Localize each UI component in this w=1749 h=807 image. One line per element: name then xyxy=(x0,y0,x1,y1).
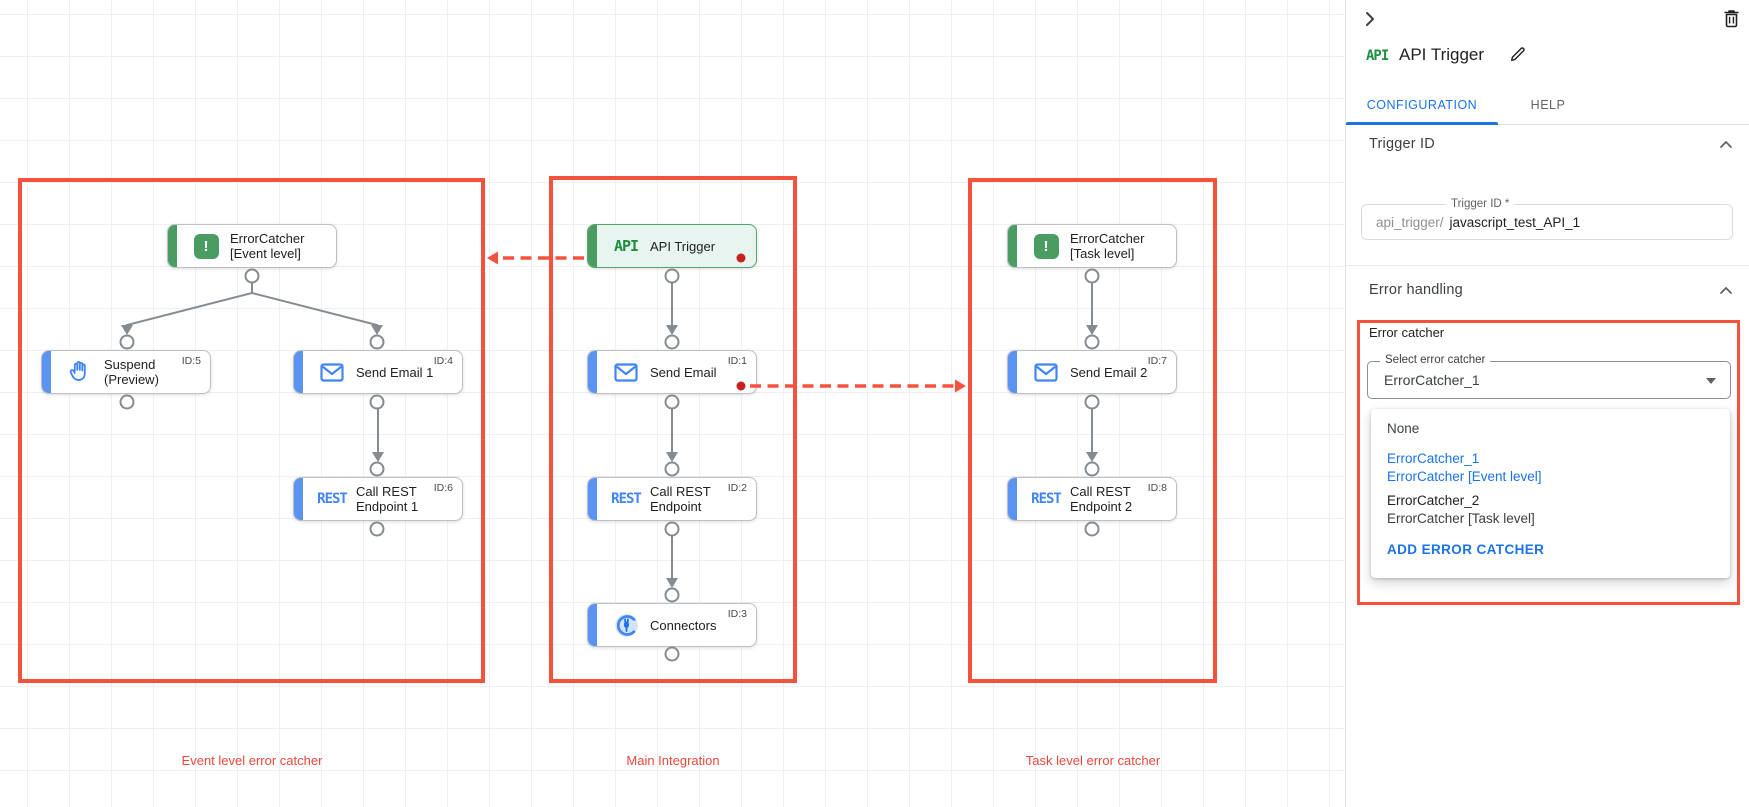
workflow-canvas[interactable]: Event level error catcher Main Integrati… xyxy=(0,0,1345,807)
node-suspend[interactable]: Suspend(Preview) ID:5 xyxy=(41,350,211,394)
node-accent-bar xyxy=(1008,225,1017,267)
tab-configuration[interactable]: CONFIGURATION xyxy=(1366,98,1478,112)
hand-icon xyxy=(62,359,98,385)
node-send-email-2[interactable]: Send Email 2 ID:7 xyxy=(1007,350,1177,394)
trigger-id-value[interactable]: javascript_test_API_1 xyxy=(1449,214,1581,230)
menu-item-errorcatcher-1-desc[interactable]: ErrorCatcher [Event level] xyxy=(1387,469,1542,484)
panel-tabs: CONFIGURATION HELP xyxy=(1346,85,1749,125)
node-send-email[interactable]: Send Email ID:1 xyxy=(587,350,757,394)
node-accent-bar xyxy=(294,351,303,393)
node-connectors[interactable]: Connectors ID:3 xyxy=(587,603,757,647)
node-accent-bar xyxy=(588,478,597,520)
node-accent-bar xyxy=(294,478,303,520)
config-panel: API API Trigger CONFIGURATION HELP Trigg… xyxy=(1345,0,1749,807)
node-id-badge: ID:2 xyxy=(727,482,747,494)
node-title: Send Email 2 xyxy=(1070,364,1148,380)
section-divider xyxy=(1346,265,1749,266)
menu-item-none[interactable]: None xyxy=(1387,421,1420,436)
node-title: Connectors xyxy=(650,617,717,633)
node-title: Send Email xyxy=(650,364,717,380)
error-catcher-icon: ! xyxy=(1028,233,1064,259)
error-catcher-select[interactable]: Select error catcher ErrorCatcher_1 xyxy=(1367,354,1731,399)
mail-icon xyxy=(608,362,644,382)
node-title: Suspend(Preview) xyxy=(104,357,159,387)
node-id-badge: ID:6 xyxy=(433,482,453,494)
node-id-badge: ID:5 xyxy=(181,355,201,367)
group-box-event-level xyxy=(18,178,485,683)
node-title: ErrorCatcher[Task level] xyxy=(1070,231,1145,261)
rest-icon: REST xyxy=(1031,491,1062,507)
group-label-event-level: Event level error catcher xyxy=(181,753,323,768)
rest-icon: REST xyxy=(317,491,348,507)
node-accent-bar xyxy=(588,225,597,267)
menu-item-errorcatcher-2-desc[interactable]: ErrorCatcher [Task level] xyxy=(1387,511,1535,526)
error-catcher-icon: ! xyxy=(188,233,224,259)
node-accent-bar xyxy=(42,351,51,393)
node-send-email-1[interactable]: Send Email 1 ID:4 xyxy=(293,350,463,394)
node-errorcatcher-event[interactable]: ! ErrorCatcher[Event level] xyxy=(167,224,337,268)
node-accent-bar xyxy=(1008,478,1017,520)
panel-title: API Trigger xyxy=(1399,45,1485,64)
error-catcher-dropdown-menu: None ErrorCatcher_1 ErrorCatcher [Event … xyxy=(1371,409,1730,578)
trigger-id-prefix: api_trigger/ xyxy=(1376,214,1444,230)
group-label-task-level: Task level error catcher xyxy=(1025,753,1161,768)
error-handling-heading: Error handling xyxy=(1369,282,1463,298)
node-id-badge: ID:4 xyxy=(433,355,453,367)
node-id-badge: ID:3 xyxy=(727,608,747,620)
node-title: Send Email 1 xyxy=(356,364,434,380)
node-id-badge: ID:1 xyxy=(727,355,747,367)
collapse-panel-icon[interactable] xyxy=(1360,9,1380,34)
api-icon: API xyxy=(613,237,639,255)
node-id-badge: ID:7 xyxy=(1147,355,1167,367)
trigger-id-field[interactable]: Trigger ID * api_trigger/ javascript_tes… xyxy=(1361,198,1733,240)
node-accent-bar xyxy=(168,225,177,267)
add-error-catcher-button[interactable]: ADD ERROR CATCHER xyxy=(1387,542,1545,557)
group-label-main-integration: Main Integration xyxy=(626,753,720,768)
node-api-trigger[interactable]: API API Trigger xyxy=(587,224,757,268)
mail-icon xyxy=(1028,362,1064,382)
active-tab-underline xyxy=(1346,122,1498,125)
error-catcher-select-label: Select error catcher xyxy=(1380,354,1491,366)
collapse-trigger-section-icon[interactable] xyxy=(1718,137,1734,158)
delete-trigger-icon[interactable] xyxy=(1722,8,1741,33)
rest-icon: REST xyxy=(611,491,642,507)
trigger-id-heading: Trigger ID xyxy=(1369,136,1435,152)
node-accent-bar xyxy=(588,604,597,646)
api-trigger-badge-icon: API xyxy=(1366,48,1389,64)
edit-title-icon[interactable] xyxy=(1509,45,1527,68)
dropdown-caret-icon xyxy=(1706,378,1716,384)
mail-icon xyxy=(314,362,350,382)
node-id-badge: ID:8 xyxy=(1147,482,1167,494)
node-errorcatcher-task[interactable]: ! ErrorCatcher[Task level] xyxy=(1007,224,1177,268)
collapse-error-section-icon[interactable] xyxy=(1718,283,1734,304)
connectors-icon xyxy=(608,612,644,639)
group-box-main-integration xyxy=(549,176,797,683)
tab-help[interactable]: HELP xyxy=(1530,98,1566,112)
node-accent-bar xyxy=(1008,351,1017,393)
node-title: ErrorCatcher[Event level] xyxy=(230,231,305,261)
error-catcher-annotation-box xyxy=(1357,320,1740,605)
trigger-id-field-label: Trigger ID * xyxy=(1446,198,1515,210)
menu-item-errorcatcher-2-name[interactable]: ErrorCatcher_2 xyxy=(1387,493,1480,508)
node-accent-bar xyxy=(588,351,597,393)
node-title: API Trigger xyxy=(650,238,716,254)
error-catcher-label: Error catcher xyxy=(1369,325,1445,340)
menu-item-errorcatcher-1-name[interactable]: ErrorCatcher_1 xyxy=(1387,451,1480,466)
group-box-task-level xyxy=(968,178,1217,683)
error-catcher-select-value: ErrorCatcher_1 xyxy=(1384,372,1480,388)
